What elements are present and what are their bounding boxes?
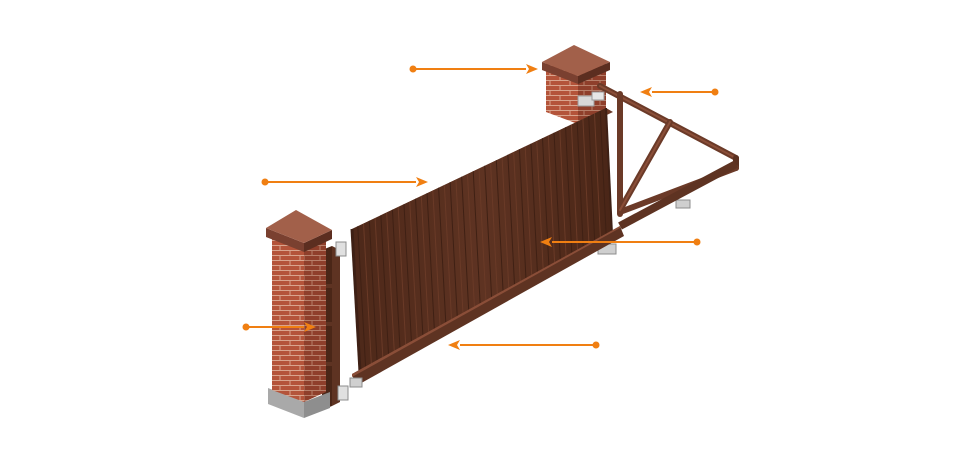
profile-line xyxy=(443,184,453,322)
profile-line xyxy=(565,127,573,256)
profile-line xyxy=(386,212,395,354)
cantilever-frame xyxy=(597,83,739,217)
profile-line xyxy=(484,165,493,300)
profile-line xyxy=(380,215,390,357)
callout-arrowhead xyxy=(540,237,552,247)
profile-line xyxy=(599,110,607,238)
profile-line xyxy=(542,138,550,269)
right-pillar-cap-front xyxy=(542,62,578,84)
profile-line xyxy=(582,118,590,247)
callout-arrowhead xyxy=(526,64,538,74)
profile-line xyxy=(553,132,561,263)
profile-line xyxy=(397,206,407,347)
profile-line xyxy=(449,182,458,319)
profile-line xyxy=(461,176,470,313)
cantilever-frame-callout xyxy=(640,87,719,97)
profile-line xyxy=(426,193,435,332)
top-roller-bracket xyxy=(577,91,605,107)
profile-line xyxy=(559,129,567,260)
infill-panel-callout xyxy=(540,237,701,247)
left-pillar-base-side xyxy=(304,392,330,418)
callout-arrowhead xyxy=(448,340,460,350)
profile-line xyxy=(507,154,516,288)
catcher-post-callout xyxy=(242,322,316,332)
gate-leaf-profile-lines xyxy=(357,110,607,369)
profile-line xyxy=(374,217,384,360)
profile-line xyxy=(530,143,539,275)
profile-line xyxy=(438,187,447,325)
bottom-beam-callout xyxy=(448,340,600,350)
gate-leaf xyxy=(349,107,738,388)
profile-line xyxy=(495,160,504,294)
callout-arrows xyxy=(242,64,719,350)
gate-bottom-beam xyxy=(352,226,624,386)
profile-line xyxy=(570,124,579,253)
profile-line xyxy=(368,220,378,363)
profile-line xyxy=(363,223,372,366)
callout-dot xyxy=(693,238,701,246)
profile-line xyxy=(455,179,464,316)
catcher-upper xyxy=(335,241,347,257)
profile-line xyxy=(547,135,556,266)
right-pillar-cap-side xyxy=(578,62,610,84)
profile-line xyxy=(593,113,602,241)
profile-line xyxy=(357,226,367,369)
callout-dot xyxy=(242,323,250,331)
callout-dot xyxy=(711,88,719,96)
profile-line xyxy=(490,162,498,297)
callout-arrowhead xyxy=(416,177,428,187)
roller-carriage-2 xyxy=(675,199,691,209)
profile-line xyxy=(432,190,441,329)
callout-arrowhead xyxy=(304,322,316,332)
pillar-cap-callout xyxy=(409,64,538,74)
callout-dot xyxy=(592,341,600,349)
profile-line xyxy=(391,209,401,351)
profile-line xyxy=(409,201,418,341)
profile-line xyxy=(576,121,584,250)
profile-line xyxy=(524,146,533,278)
left-pillar-cap-side xyxy=(304,230,332,252)
callout-dot xyxy=(261,178,269,186)
left-pillar-side xyxy=(304,234,326,402)
profile-line xyxy=(415,198,424,338)
left-pillar-front xyxy=(272,232,304,402)
right-pillar xyxy=(542,45,610,124)
profile-line xyxy=(518,149,527,282)
profile-line xyxy=(478,168,487,304)
profile-line xyxy=(588,116,596,244)
profile-line xyxy=(501,157,510,291)
callout-dot xyxy=(409,65,417,73)
gate-leaf-face xyxy=(352,108,612,372)
profile-line xyxy=(513,151,521,285)
end-roller xyxy=(349,377,363,388)
profile-line xyxy=(420,195,430,335)
left-pillar xyxy=(266,210,332,418)
catcher-lower xyxy=(337,385,349,401)
left-pillar-cap-top xyxy=(266,210,332,243)
profile-line xyxy=(472,171,481,307)
right-pillar-cap-top xyxy=(542,45,610,76)
gate-leaf-callout xyxy=(261,177,428,187)
profile-line xyxy=(466,173,476,310)
profile-line xyxy=(403,204,413,344)
left-pillar-cap-front xyxy=(266,228,304,252)
left-pillar-base-front xyxy=(268,388,304,418)
callout-arrowhead xyxy=(640,87,652,97)
profile-line xyxy=(536,140,544,272)
